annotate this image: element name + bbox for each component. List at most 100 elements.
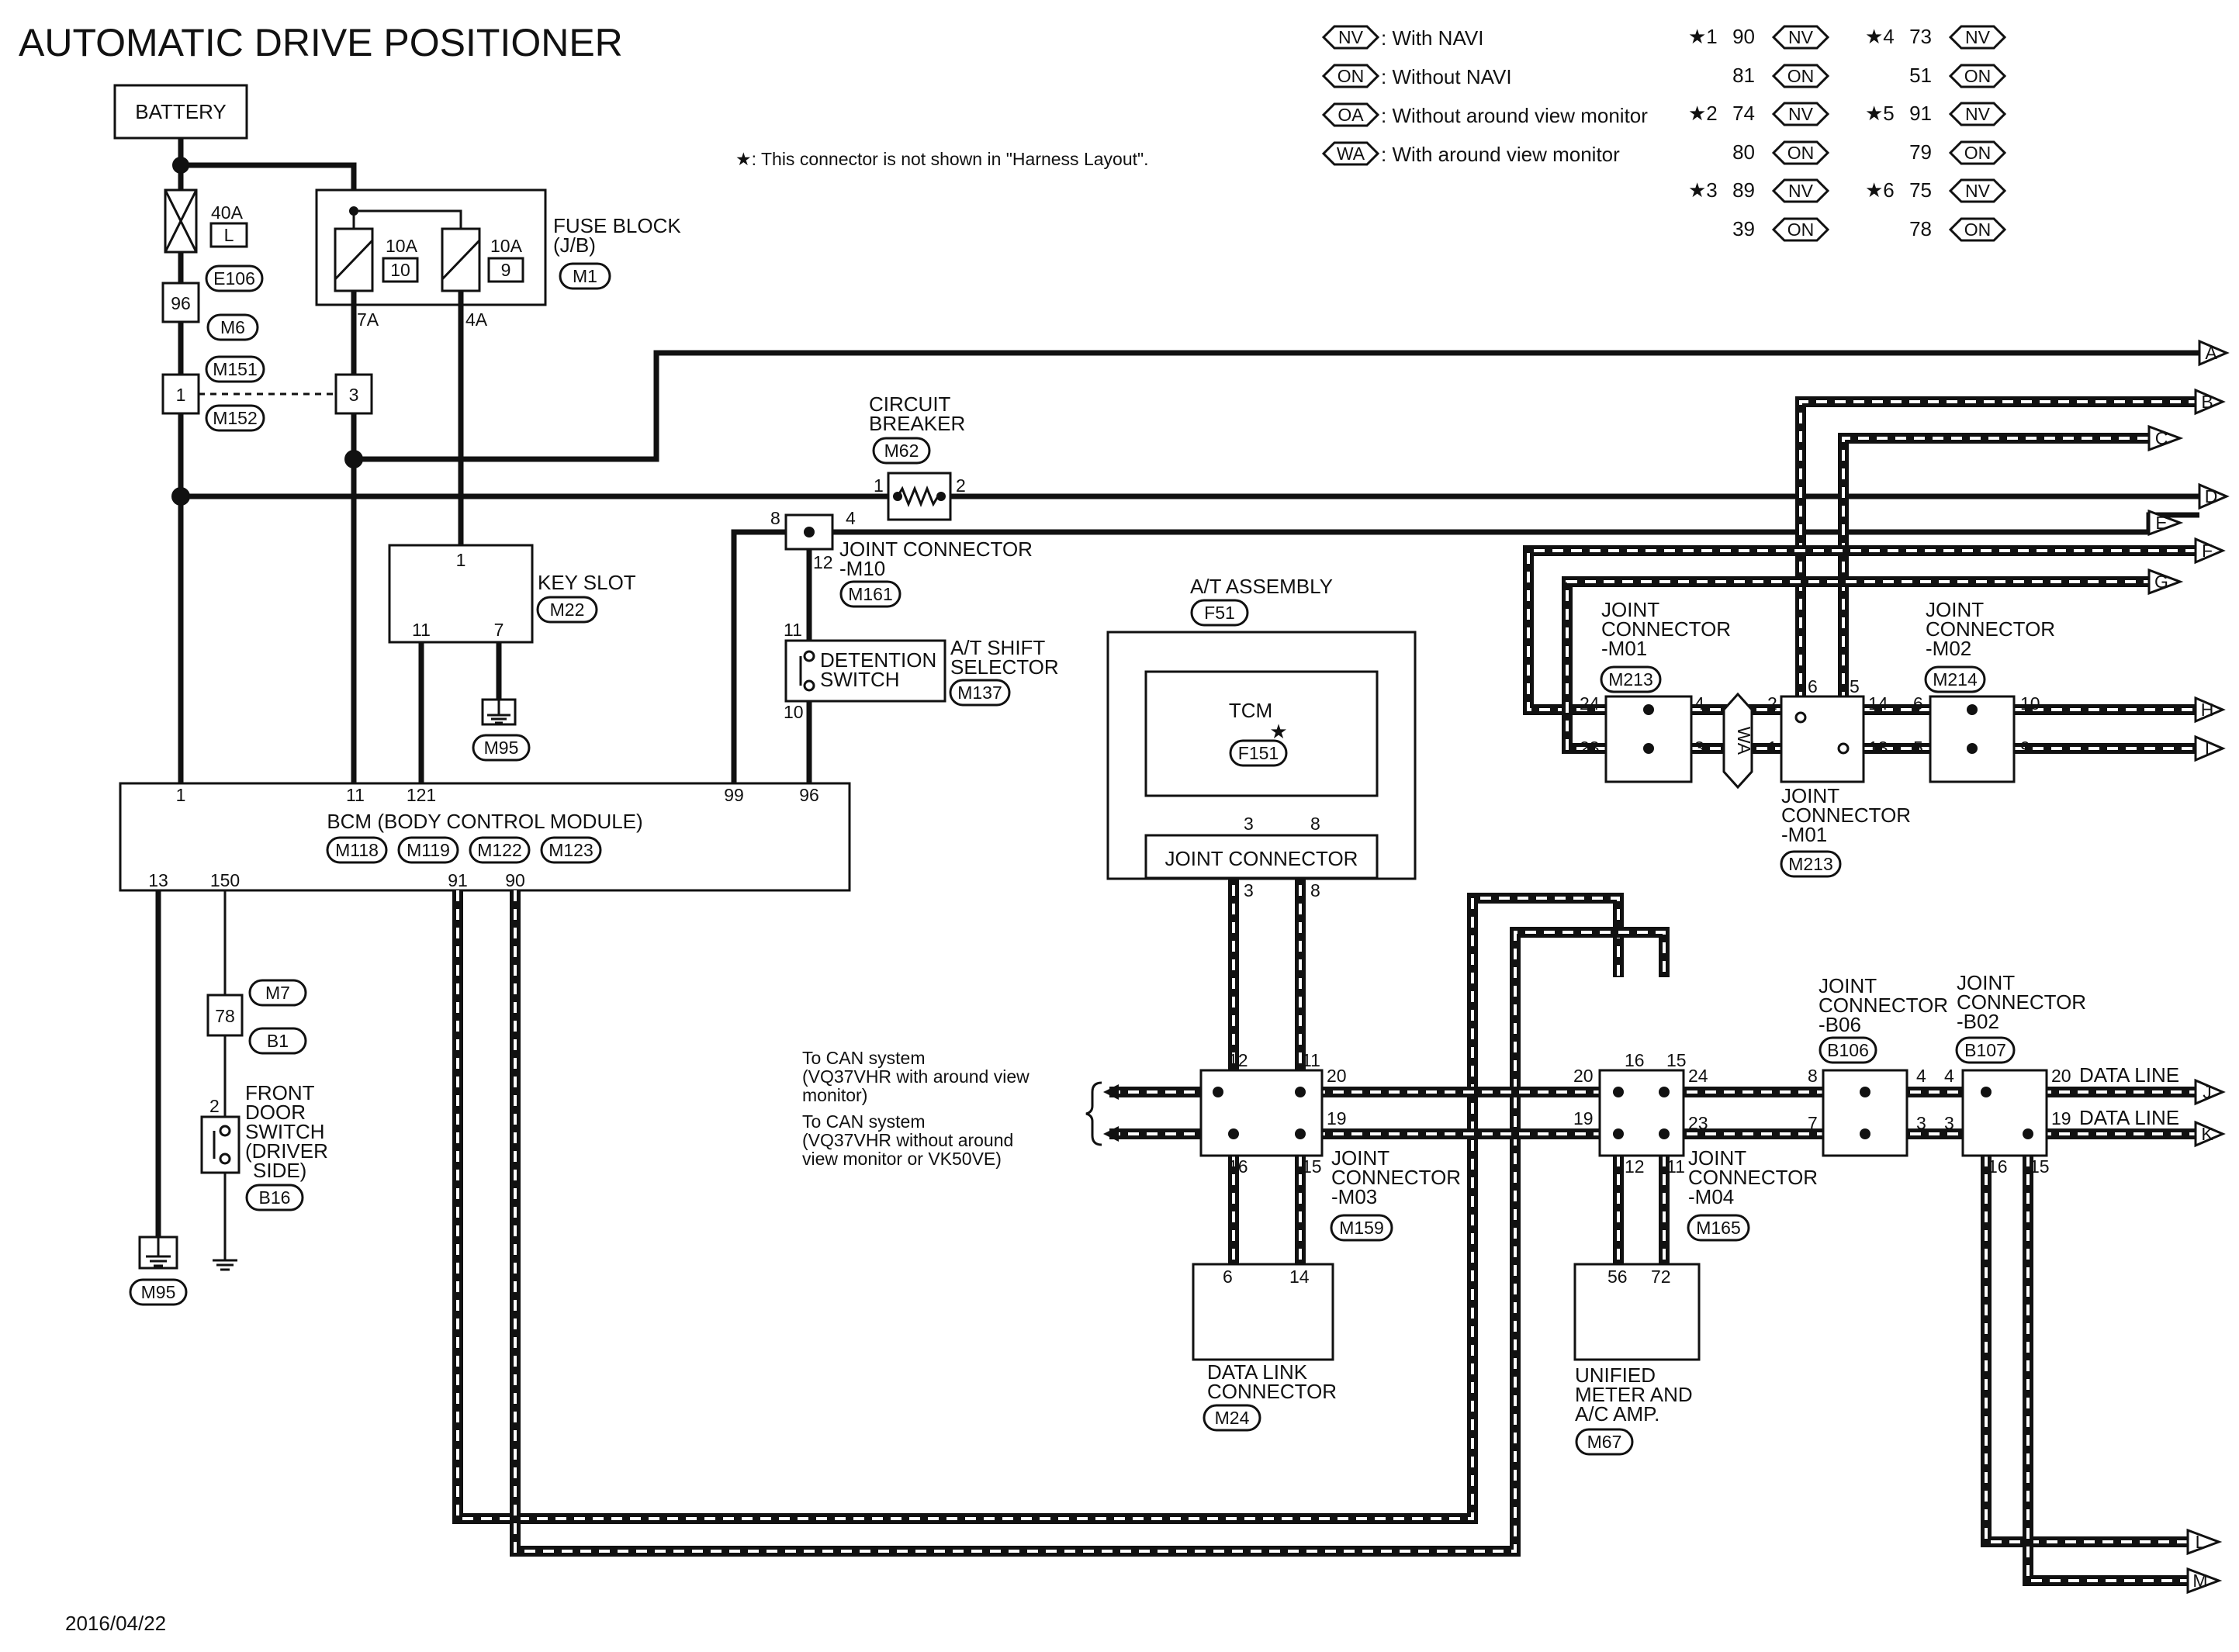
star-hex — [1948, 102, 2007, 126]
jc-label: -B06 — [1819, 1013, 1861, 1036]
pin: 4 — [1944, 1066, 1954, 1086]
pin: 3 — [1944, 1113, 1954, 1133]
star-pin: 81 — [1732, 64, 1755, 87]
pin-96: 96 — [171, 293, 191, 313]
joint-connector-m01-b: 2 1 6 5 14 13 JOINT CONNECTOR -M01 M213 — [1767, 676, 1911, 878]
arrow-c-icon — [2147, 424, 2184, 452]
joint-connector-m03: 12 11 20 19 16 15 JOINT CONNECTOR -M03 M… — [1199, 1050, 1461, 1242]
pin: 16 — [1625, 1050, 1645, 1070]
conn-m119: M119 — [407, 840, 450, 860]
at-joint-box — [1144, 834, 1379, 880]
jc-label: -B02 — [1957, 1010, 1999, 1033]
jc-label: JOINT — [1926, 598, 1984, 621]
pin-3: 3 — [349, 385, 359, 405]
arrow-b-icon — [2194, 388, 2226, 416]
jc-label: JOINT — [1331, 1146, 1389, 1170]
switch-node — [219, 1125, 231, 1137]
fuse-no: 10 — [390, 260, 410, 280]
meter-box — [1573, 1263, 1701, 1361]
cb-symbol — [896, 485, 940, 508]
pin: 2 — [209, 1096, 220, 1116]
conn-m122: M122 — [477, 840, 522, 860]
arrow-letter: C — [2155, 428, 2168, 448]
arrow-letter: H — [2201, 700, 2214, 720]
arrow-letter: E — [2155, 513, 2167, 533]
switch-label: DETENTION — [820, 648, 936, 672]
pin: 14 — [1868, 693, 1888, 714]
bcm: 1 11 121 99 96 BCM (BODY CONTROL MODULE)… — [119, 782, 851, 892]
star-code: ON — [1787, 219, 1815, 240]
pin: 14 — [1289, 1267, 1310, 1287]
legend-code: NV — [1338, 27, 1364, 47]
jc-label: JOINT — [1957, 971, 2015, 994]
conn-m62: M62 — [884, 441, 919, 461]
pin: 99 — [724, 785, 744, 805]
conn-pill — [469, 836, 531, 864]
can-wire — [456, 890, 1620, 1520]
fuse-symbol — [441, 239, 481, 281]
door-label: SIDE) — [253, 1159, 306, 1182]
ground-icon — [487, 700, 510, 724]
legend-text: : Without NAVI — [1381, 65, 1512, 88]
conn-m137: M137 — [957, 683, 1002, 703]
pin: 3 — [1244, 814, 1254, 834]
conn-pill — [1575, 1428, 1634, 1456]
conn-pill — [1203, 1404, 1261, 1432]
conn-pill — [1955, 1036, 2016, 1064]
conn-m118: M118 — [335, 840, 379, 860]
pin: 11 — [784, 620, 802, 640]
pin: 4 — [1694, 693, 1704, 714]
legend-text: : Without around view monitor — [1381, 104, 1648, 127]
star-pin: 39 — [1732, 217, 1755, 240]
wire-bcm99-to-joint — [731, 529, 786, 783]
conn-pill — [872, 437, 931, 465]
conn-pill — [1924, 665, 1986, 693]
pin: 23 — [1688, 1113, 1708, 1133]
pin: 3 — [1244, 880, 1254, 900]
pin: 10 — [784, 702, 804, 722]
conn-e106: E106 — [213, 268, 255, 289]
legend-on-hex — [1321, 64, 1380, 88]
pin: 4 — [1916, 1066, 1926, 1086]
pin-78: 78 — [215, 1006, 235, 1026]
data-link-connector: 6 14 DATA LINK CONNECTOR M24 — [1192, 1263, 1337, 1432]
pin: 11 — [346, 785, 365, 805]
conn-m95: M95 — [484, 738, 519, 758]
star-code: ON — [1964, 143, 1992, 163]
jc-label: -M03 — [1331, 1185, 1377, 1208]
jc-b06-box — [1822, 1069, 1909, 1157]
pin: 121 — [407, 785, 436, 805]
can-text: monitor) — [802, 1085, 867, 1105]
pin: 12 — [1625, 1156, 1645, 1177]
conn-pill — [1330, 1214, 1393, 1242]
wa-option: WA — [1722, 692, 1754, 790]
splice-dot — [936, 492, 946, 501]
fuse-out: 4A — [465, 309, 488, 330]
star-code: NV — [1788, 181, 1814, 201]
can-wire — [510, 890, 1670, 1557]
conn-b16: B16 — [259, 1187, 291, 1208]
wire-to-A — [354, 350, 2199, 462]
can-text: view monitor or VK50VE) — [802, 1149, 1002, 1169]
pin: 15 — [1302, 1156, 1322, 1177]
conn-pill — [839, 580, 901, 608]
pin: 12 — [813, 552, 833, 572]
jc-m01b-box — [1780, 695, 1865, 783]
pin: 91 — [448, 870, 468, 890]
star-hex — [1948, 178, 2007, 203]
conn-pill — [245, 1184, 304, 1211]
arrow-left-icon — [1103, 1084, 1119, 1100]
cb-label-2: BREAKER — [869, 412, 965, 435]
can-wire — [2023, 1156, 2188, 1586]
conn-m95: M95 — [141, 1282, 176, 1302]
pin: 1 — [874, 475, 884, 496]
arrow-letter: I — [2205, 738, 2210, 759]
can-wire — [514, 890, 1666, 1553]
pin: 16 — [1228, 1156, 1248, 1177]
conn-m7: M7 — [265, 983, 290, 1003]
can-text: To CAN system — [802, 1048, 925, 1068]
jc-label: CONNECTOR — [1781, 804, 1911, 827]
shift-label-2: SELECTOR — [950, 655, 1059, 679]
arrow-letter: J — [2203, 1082, 2212, 1102]
